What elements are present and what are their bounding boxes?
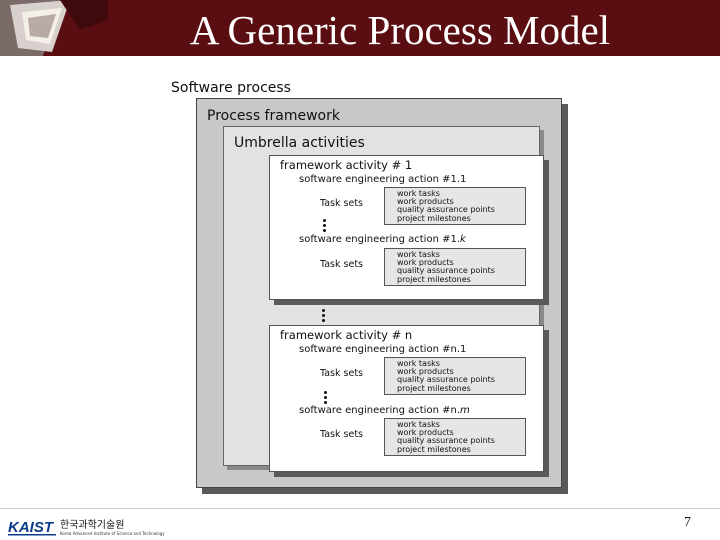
se-action-n-1-label: software engineering action #n.1 xyxy=(299,344,467,355)
task-item: project milestones xyxy=(397,213,471,223)
task-list-box: work tasks work products quality assuran… xyxy=(384,187,526,225)
corner-photo xyxy=(0,0,108,56)
task-item: quality assurance points xyxy=(397,375,495,385)
task-list-box: work tasks work products quality assuran… xyxy=(384,248,526,286)
task-item: work tasks xyxy=(397,189,440,198)
task-item: work products xyxy=(397,428,454,438)
task-sets-label: Task sets xyxy=(320,259,363,270)
task-list-box: work tasks work products quality assuran… xyxy=(384,418,526,456)
page-number: 7 xyxy=(684,515,691,530)
process-framework-label: Process framework xyxy=(207,108,340,124)
task-item: work tasks xyxy=(397,250,440,259)
task-item: work products xyxy=(397,197,454,207)
se-action-1-k-prefix: software engineering action #1. xyxy=(299,234,461,245)
task-item: quality assurance points xyxy=(397,436,495,446)
svg-text:KAIST: KAIST xyxy=(8,519,55,536)
task-item: project milestones xyxy=(397,274,471,284)
framework-activity-n-title: framework activity # n xyxy=(280,328,413,342)
task-item: work products xyxy=(397,367,454,377)
task-item: work tasks xyxy=(397,359,440,368)
software-process-label: Software process xyxy=(171,80,291,96)
se-action-1-k-suffix: k xyxy=(460,234,466,245)
vertical-ellipsis-icon xyxy=(324,391,328,406)
se-action-n-m-prefix: software engineering action #n. xyxy=(299,405,460,416)
task-item: work products xyxy=(397,258,454,268)
slide-title: A Generic Process Model xyxy=(189,7,611,53)
task-item: quality assurance points xyxy=(397,205,495,215)
task-item: project milestones xyxy=(397,383,471,393)
se-action-1-k-label: software engineering action #1.k xyxy=(299,235,466,245)
vertical-ellipsis-icon xyxy=(323,219,327,234)
task-item: quality assurance points xyxy=(397,266,495,276)
task-list-box: work tasks work products quality assuran… xyxy=(384,357,526,395)
se-action-n-m-label: software engineering action #n.m xyxy=(299,406,470,416)
task-sets-label: Task sets xyxy=(320,429,363,440)
svg-text:한국과학기술원: 한국과학기술원 xyxy=(60,519,124,531)
umbrella-activities-label: Umbrella activities xyxy=(234,135,365,151)
vertical-ellipsis-icon xyxy=(322,309,326,324)
task-item: work tasks xyxy=(397,420,440,429)
framework-activity-1-title: framework activity # 1 xyxy=(280,158,413,172)
task-item: project milestones xyxy=(397,444,471,454)
task-sets-label: Task sets xyxy=(320,368,363,379)
footer-divider xyxy=(0,508,720,509)
se-action-1-1-label: software engineering action #1.1 xyxy=(299,174,467,185)
se-action-n-m-suffix: m xyxy=(460,405,470,416)
kaist-logo: KAIST 한국과학기술원 Korea Advanced Institute o… xyxy=(8,519,165,536)
svg-text:Korea Advanced Institute of Sc: Korea Advanced Institute of Science and … xyxy=(60,531,165,536)
title-bar: A Generic Process Model xyxy=(0,0,720,56)
task-sets-label: Task sets xyxy=(320,198,363,209)
